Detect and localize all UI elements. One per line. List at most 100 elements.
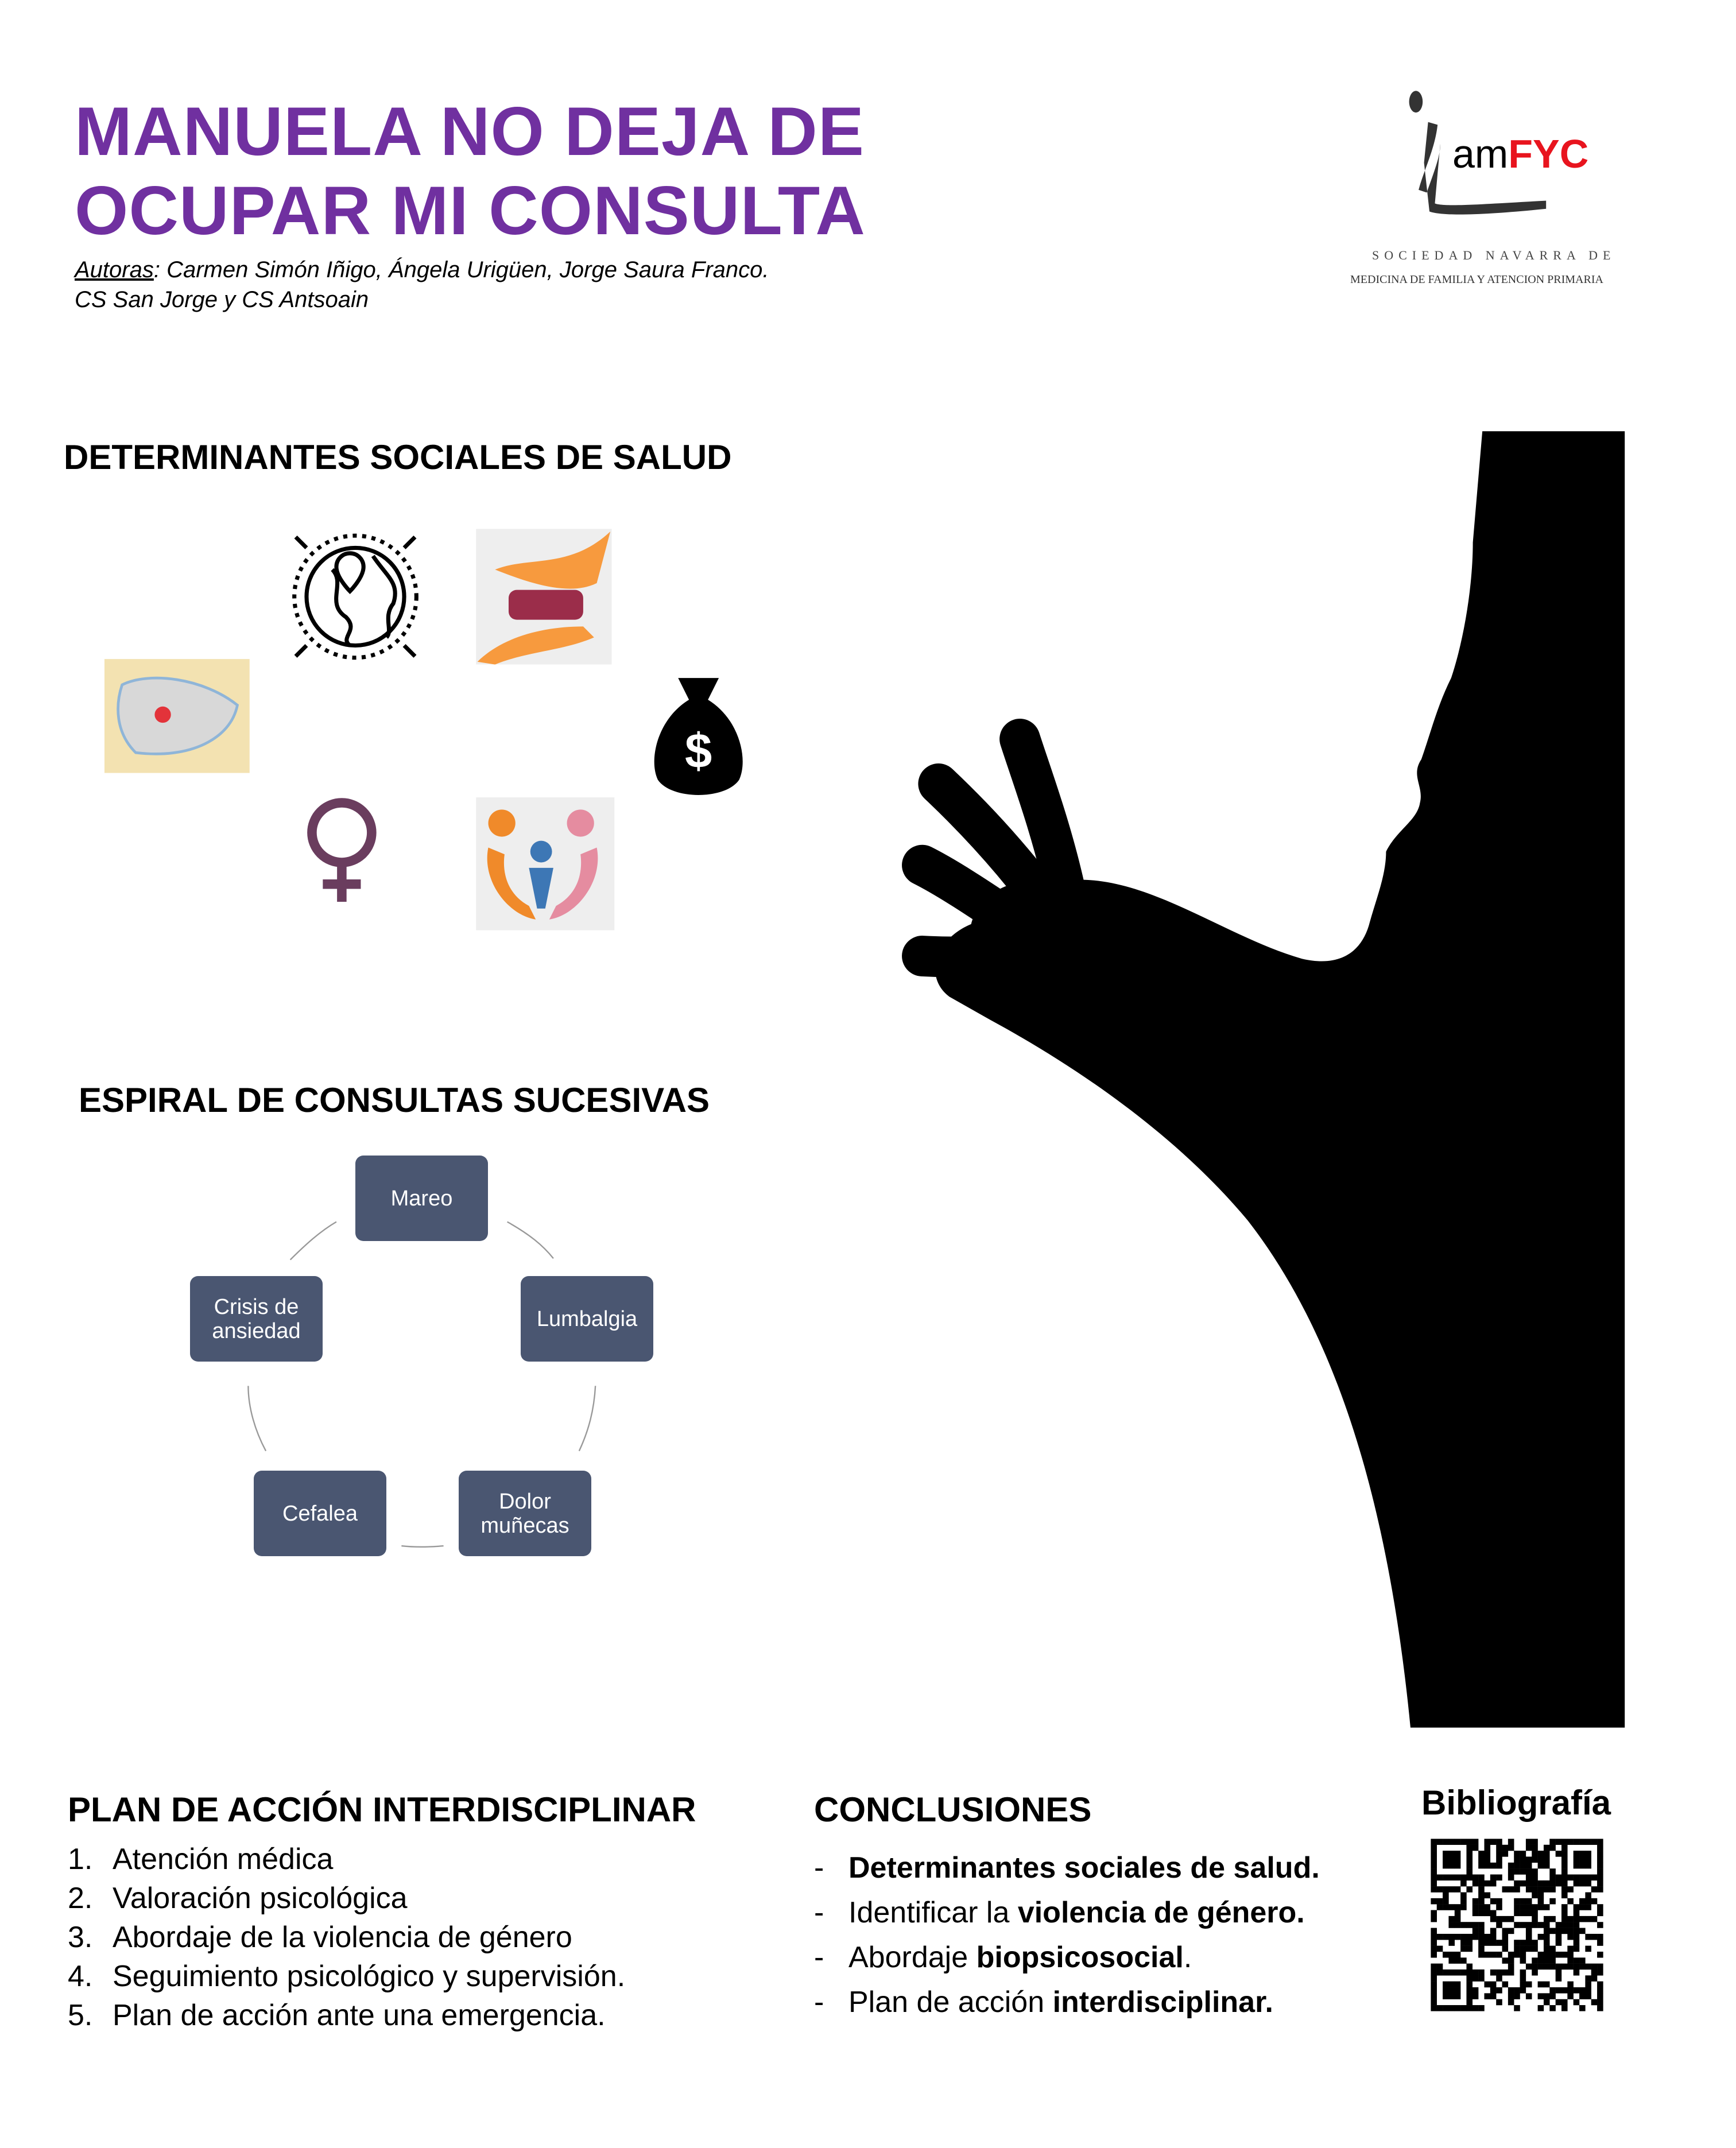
hands-community-icon (476, 529, 612, 665)
qr-module (1508, 1969, 1514, 1976)
qr-module (1549, 1839, 1556, 1845)
qr-module (1532, 1916, 1538, 1922)
qr-module (1466, 1963, 1473, 1970)
qr-module (1448, 1933, 1455, 1940)
qr-module (1555, 1933, 1562, 1940)
qr-module (1472, 1928, 1479, 1934)
qr-module (1597, 1987, 1603, 1994)
qr-module (1443, 1851, 1449, 1857)
qr-module (1472, 1993, 1479, 1999)
qr-module (1460, 1940, 1467, 1946)
qr-module (1443, 1886, 1449, 1893)
qr-module (1543, 1993, 1550, 1999)
qr-module (1597, 1981, 1603, 1988)
qr-module (1431, 1898, 1437, 1905)
cycle-arrows (247, 1221, 596, 1548)
qr-module (1496, 1951, 1502, 1958)
qr-module (1585, 1993, 1591, 1999)
qr-module (1514, 1910, 1520, 1917)
qr-module (1454, 1904, 1461, 1910)
qr-module (1431, 1916, 1437, 1922)
qr-module (1490, 1874, 1497, 1881)
qr-module (1514, 1993, 1520, 1999)
qr-module (1484, 1933, 1491, 1940)
qr-module (1454, 1851, 1461, 1857)
qr-module (1573, 1916, 1580, 1922)
qr-module (1478, 1886, 1485, 1893)
qr-module (1549, 1951, 1556, 1958)
qr-module (1484, 1856, 1491, 1863)
qr-module (1573, 1851, 1580, 1857)
qr-module (1431, 1880, 1437, 1887)
qr-module (1573, 1928, 1580, 1934)
qr-module (1573, 1922, 1580, 1928)
qr-module (1543, 1916, 1550, 1922)
qr-module (1597, 1880, 1603, 1887)
qr-module (1549, 1963, 1556, 1970)
qr-module (1549, 1928, 1556, 1934)
qr-module (1561, 1880, 1568, 1887)
qr-module (1532, 1910, 1538, 1917)
qr-module (1591, 1839, 1598, 1845)
qr-module (1448, 1940, 1455, 1946)
conclusiones-heading: CONCLUSIONES (814, 1790, 1092, 1829)
qr-module (1448, 1862, 1455, 1869)
qr-module (1514, 1868, 1520, 1875)
qr-module (1508, 1957, 1514, 1964)
qr-module (1514, 1862, 1520, 1869)
qr-module (1597, 1844, 1603, 1851)
qr-module (1431, 1940, 1437, 1946)
qr-module (1555, 1851, 1562, 1857)
qr-module (1525, 1844, 1532, 1851)
qr-module (1555, 1839, 1562, 1845)
qr-module (1508, 1963, 1514, 1970)
qr-module (1508, 1874, 1514, 1881)
qr-module (1573, 1910, 1580, 1917)
qr-module (1555, 1951, 1562, 1958)
qr-module (1537, 1957, 1544, 1964)
qr-module (1454, 1951, 1461, 1958)
qr-module (1472, 1880, 1479, 1887)
qr-module (1484, 1851, 1491, 1857)
qr-module (1478, 1975, 1485, 1982)
qr-module (1597, 1904, 1603, 1910)
qr-module (1525, 1963, 1532, 1970)
qr-module (1496, 1987, 1502, 1994)
qr-module (1543, 1922, 1550, 1928)
qr-module (1561, 1928, 1568, 1934)
qr-module (1478, 1862, 1485, 1869)
qr-module (1597, 1839, 1603, 1845)
qr-module (1514, 1922, 1520, 1928)
qr-module (1579, 1874, 1586, 1881)
qr-code[interactable] (1431, 1839, 1603, 2011)
qr-module (1460, 1904, 1467, 1910)
qr-module (1508, 1868, 1514, 1875)
qr-module (1520, 1945, 1526, 1952)
conclusion-item: -Identificar la violencia de género. (814, 1896, 1305, 1929)
qr-module (1431, 1999, 1437, 2006)
qr-module (1549, 1987, 1556, 1994)
qr-module (1532, 1868, 1538, 1875)
qr-module (1579, 1880, 1586, 1887)
qr-module (1597, 1874, 1603, 1881)
qr-module (1579, 1851, 1586, 1857)
qr-module (1443, 1933, 1449, 1940)
qr-module (1478, 1904, 1485, 1910)
qr-module (1567, 1945, 1574, 1952)
qr-module (1520, 1851, 1526, 1857)
plan-item: 1.Atención médica (68, 1843, 334, 1876)
qr-module (1431, 1874, 1437, 1881)
qr-module (1573, 1880, 1580, 1887)
qr-module (1520, 1940, 1526, 1946)
qr-module (1561, 1910, 1568, 1917)
cycle-node-lumbalgia: Lumbalgia (521, 1276, 653, 1362)
qr-module (1496, 1904, 1502, 1910)
qr-module (1532, 1886, 1538, 1893)
qr-module (1431, 1945, 1437, 1952)
qr-module (1496, 1969, 1502, 1976)
qr-module (1567, 1963, 1574, 1970)
qr-module (1436, 2005, 1443, 2011)
qr-module (1466, 1922, 1473, 1928)
qr-module (1567, 1916, 1574, 1922)
qr-module (1508, 1951, 1514, 1958)
